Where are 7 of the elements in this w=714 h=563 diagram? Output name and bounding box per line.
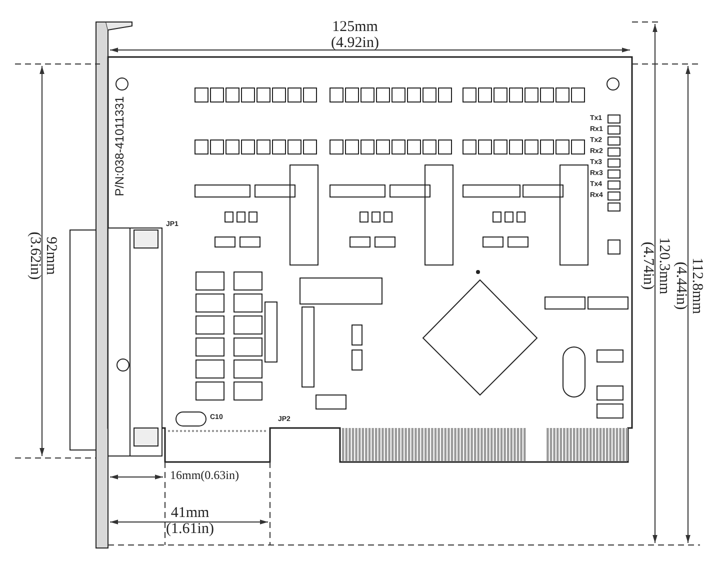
dimension-label: 112.8mm (4.44in) [672,256,704,316]
dimension-label: 125mm (4.92in) [330,20,380,52]
dimension-label: 120.3mm (4.74in) [639,236,671,296]
part-number-label: P/N:038-41011331 [114,96,126,196]
dimension-label: 41mm (1.61in) [165,506,215,538]
dimension-label: 16mm(0.63in) [170,469,239,482]
dimension-label: 92mm (3.62in) [26,230,58,282]
